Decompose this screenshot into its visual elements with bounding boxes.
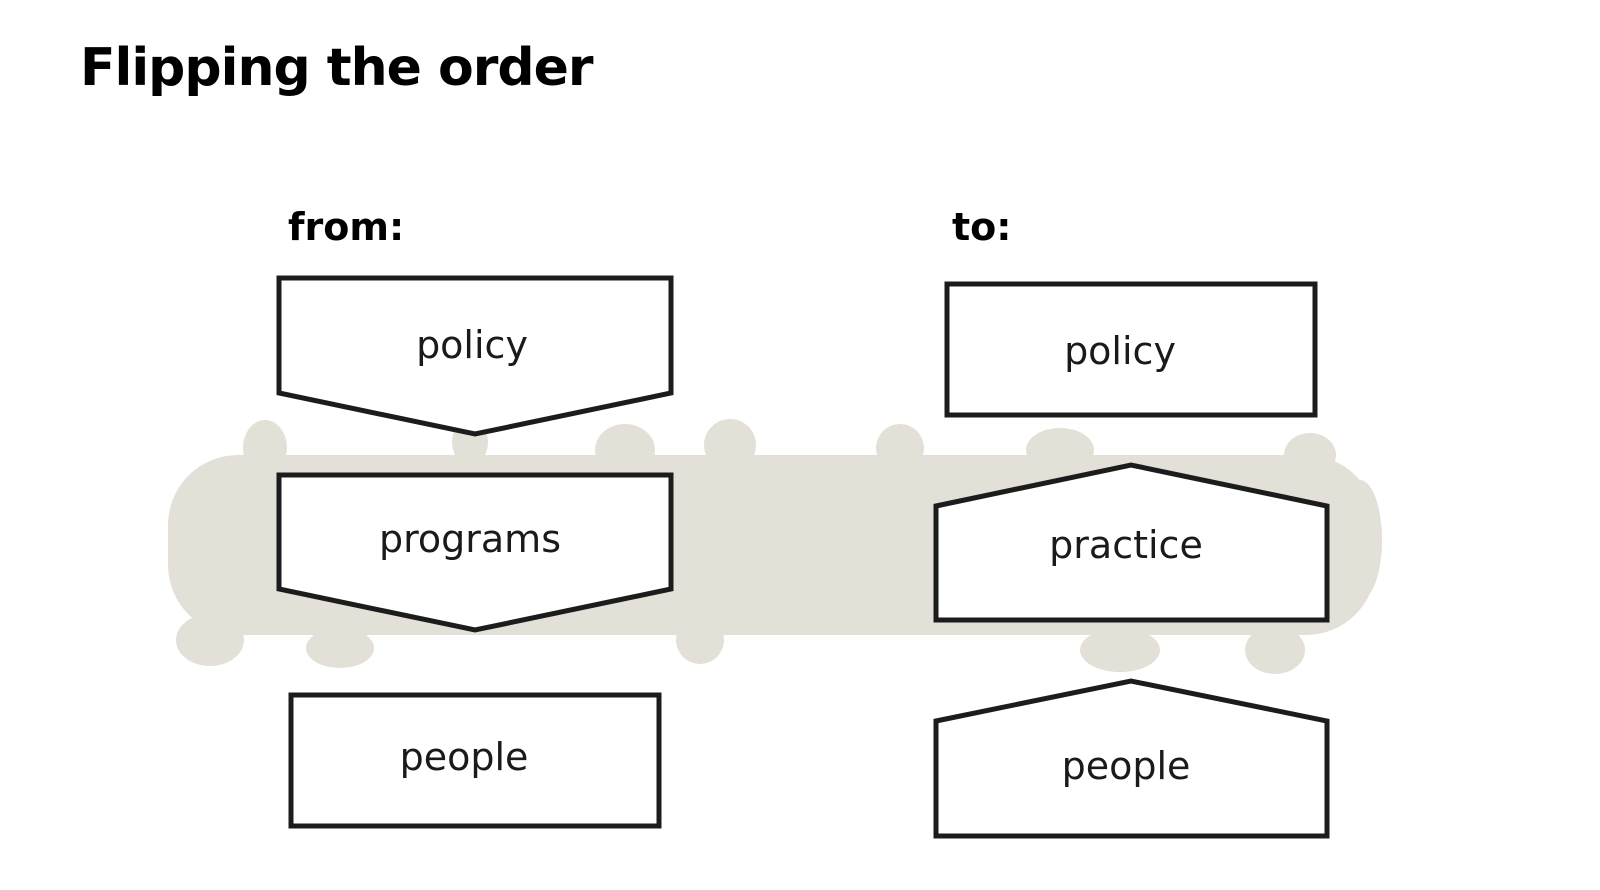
- from-label: from:: [288, 205, 404, 249]
- from-people-label: people: [400, 735, 529, 779]
- from-policy-box: policy: [276, 275, 674, 437]
- page-title: Flipping the order: [80, 38, 594, 98]
- from-people-box: people: [288, 692, 662, 829]
- to-policy-box: policy: [944, 281, 1318, 418]
- from-programs-box: programs: [276, 472, 674, 633]
- from-policy-label: policy: [416, 323, 528, 367]
- from-programs-label: programs: [379, 517, 561, 561]
- to-people-box: people: [933, 678, 1330, 839]
- to-practice-box: practice: [933, 462, 1330, 623]
- to-practice-label: practice: [1049, 523, 1203, 567]
- to-label: to:: [952, 205, 1011, 249]
- to-policy-label: policy: [1064, 329, 1176, 373]
- to-people-label: people: [1062, 744, 1191, 788]
